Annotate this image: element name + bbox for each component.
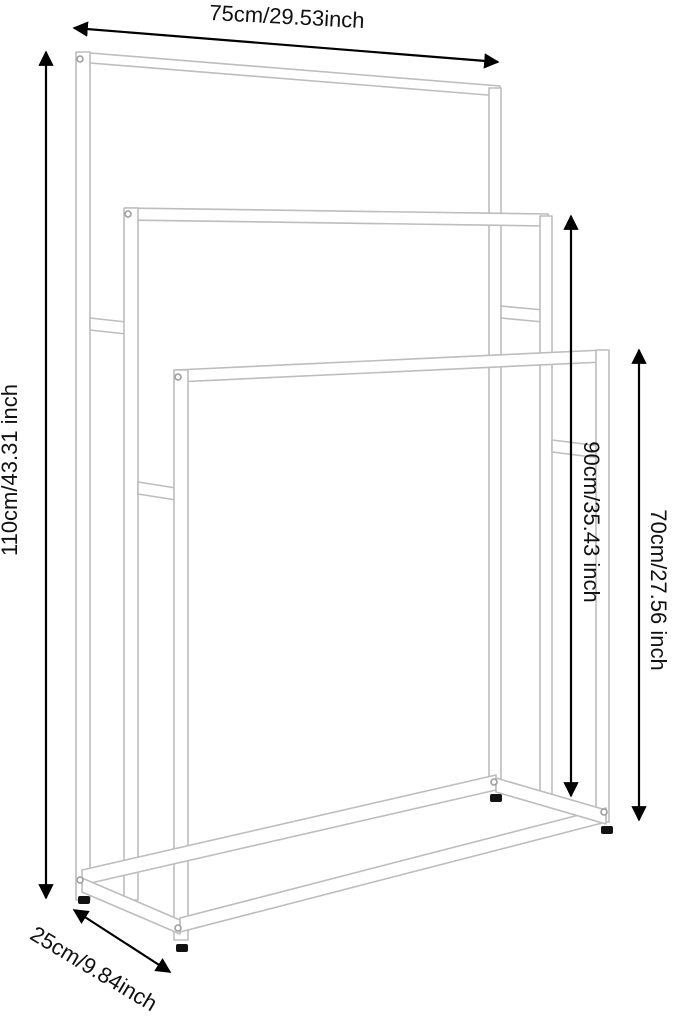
towel-rack-frame (75, 51, 613, 952)
foot (601, 826, 613, 834)
rear-right-post (488, 87, 502, 789)
dimension-arrows (38, 21, 647, 973)
rear-left-post (75, 51, 91, 901)
middle-top-bar (125, 207, 549, 227)
foot (78, 896, 90, 904)
rear-frame (75, 51, 544, 901)
front-height-label: 70cm/27.56 inch (646, 509, 671, 670)
width-arrow (72, 21, 500, 69)
depth-arrow (72, 909, 172, 973)
rear-top-bar (77, 51, 501, 97)
total-height-label: 110cm/43.31 inch (0, 384, 22, 556)
rack-base (81, 774, 607, 935)
rack-feet (78, 794, 613, 952)
depth-label: 25cm/9.84inch (26, 921, 162, 1016)
foot (176, 944, 188, 952)
middle-height-label: 90cm/35.43 inch (579, 441, 604, 602)
middle-right-post (539, 215, 553, 799)
middle-left-post (123, 207, 139, 901)
base-back-rail (81, 774, 497, 886)
base-front-rail (179, 807, 607, 933)
base-right-side-rail (495, 777, 607, 825)
front-left-post (173, 369, 189, 941)
rear-right-connector (500, 305, 544, 323)
width-label: 75cm/29.53inch (209, 0, 365, 33)
foot (490, 794, 502, 802)
middle-left-connector (137, 481, 177, 501)
rear-left-connector (89, 317, 127, 335)
